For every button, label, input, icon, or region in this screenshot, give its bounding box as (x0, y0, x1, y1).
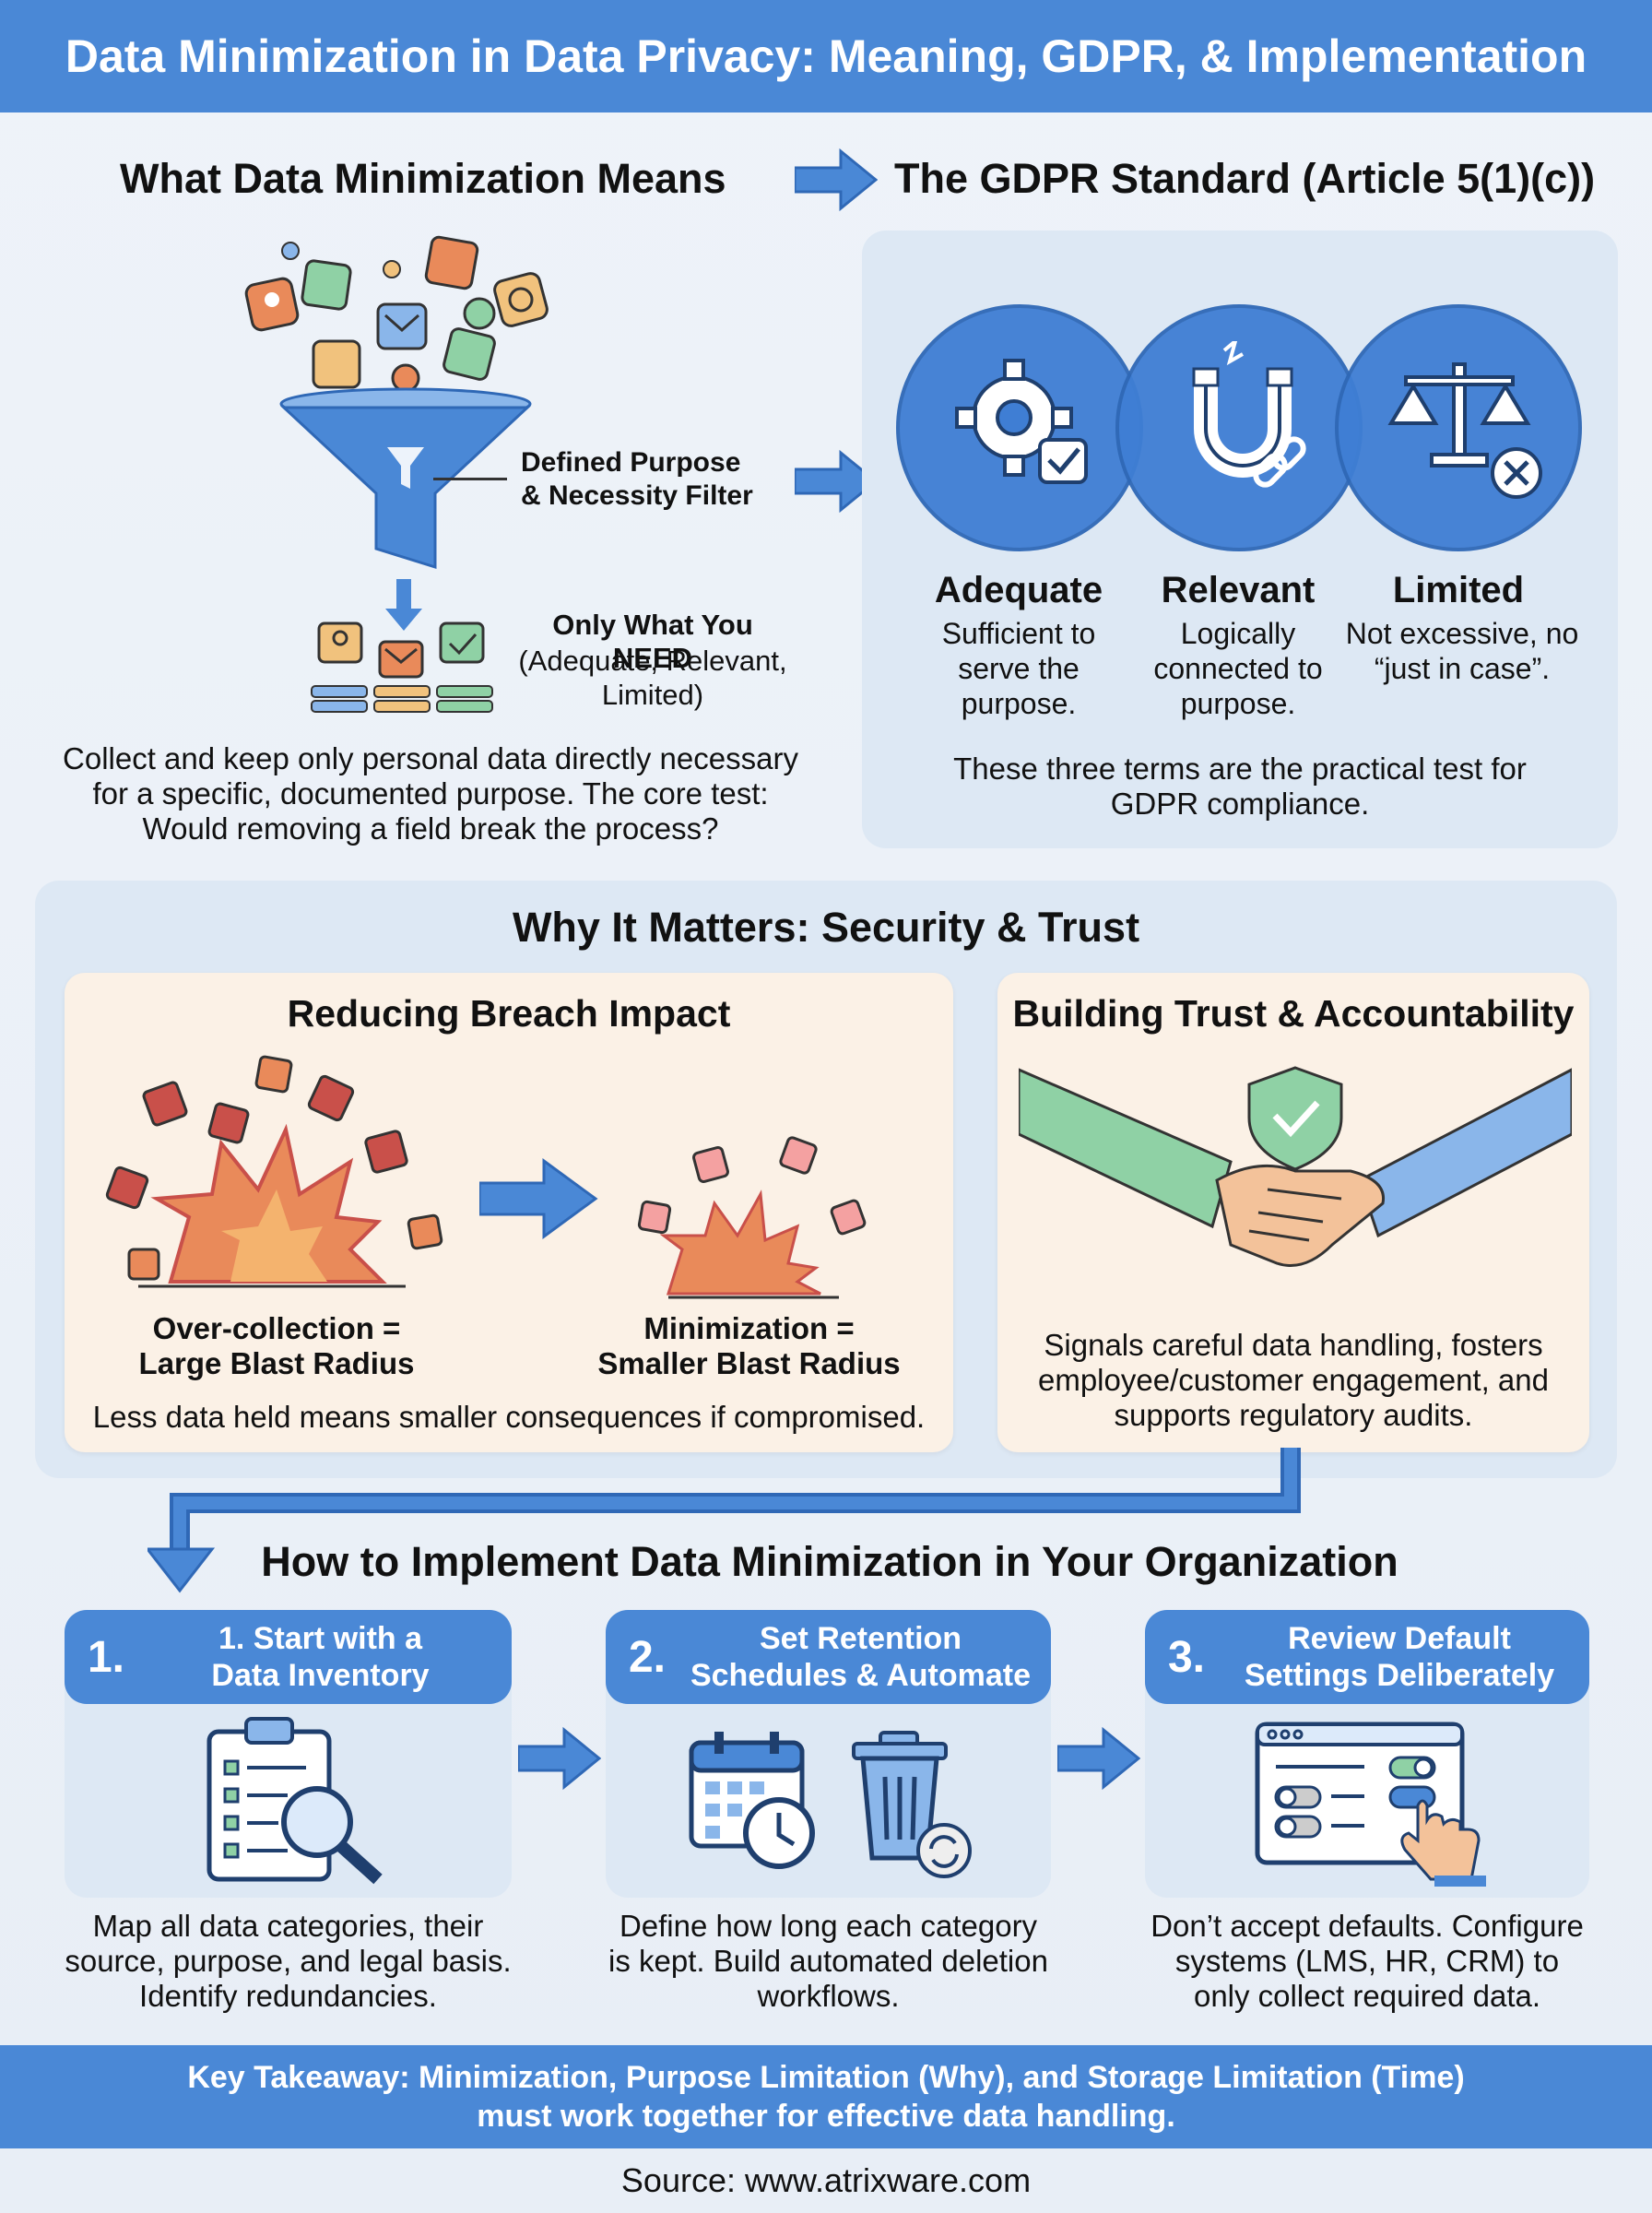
term-desc-relevant: Logically connected to purpose. (1153, 617, 1323, 720)
need-subtitle: (Adequate, Relevant, Limited) (518, 645, 787, 711)
minimization-caption: Minimization = Smaller Blast Radius (597, 1311, 901, 1380)
magnet-link-icon (1192, 341, 1306, 488)
term-desc-limited: Not excessive, no “just in case”. (1345, 617, 1579, 685)
term-title-limited: Limited (1392, 570, 1525, 610)
filter-pointer-line (433, 478, 507, 480)
trust-description: Signals careful data handling, fosters e… (1037, 1328, 1549, 1432)
large-explosion-icon (105, 1055, 443, 1288)
key-takeaway: Key Takeaway: Minimization, Purpose Limi… (0, 2045, 1652, 2148)
step-3-description: Don’t accept defaults. Configure systems… (1150, 1909, 1584, 2013)
step-2-header: 2. Set Retention Schedules & Automate (606, 1610, 1051, 1704)
trust-heading: Building Trust & Accountability (1012, 992, 1575, 1035)
step-1-description: Map all data categories, their source, p… (65, 1909, 512, 2013)
calendar-clock-icon (689, 1732, 815, 1869)
gdpr-note: These three terms are the practical test… (953, 751, 1527, 821)
term-desc-adequate: Sufficient to serve the purpose. (941, 617, 1096, 720)
step-3-title: Review Default Settings Deliberately (1244, 1621, 1555, 1693)
filter-label: Defined Purpose & Necessity Filter (521, 447, 753, 511)
small-explosion-icon (637, 1136, 867, 1299)
meaning-description: Collect and keep only personal data dire… (63, 741, 798, 846)
step-1-number: 1. (87, 1632, 125, 1682)
over-collection-caption: Over-collection = Large Blast Radius (138, 1311, 415, 1380)
source-credit: Source: www.atrixware.com (620, 2161, 1032, 2199)
term-title-relevant: Relevant (1161, 570, 1316, 610)
step-1-title: 1. Start with a Data Inventory (211, 1621, 430, 1693)
need-title: Only What You NEED (552, 609, 753, 674)
step-3-number: 3. (1167, 1632, 1206, 1682)
settings-window-icon (1255, 1722, 1486, 1887)
step-1-header: 1. 1. Start with a Data Inventory (65, 1610, 512, 1704)
why-heading: Why It Matters: Security & Trust (512, 904, 1140, 951)
implement-heading: How to Implement Data Minimization in Yo… (261, 1538, 1398, 1585)
right-arrow-icon (479, 1158, 598, 1239)
breach-description: Less data held means smaller consequence… (92, 1400, 926, 1434)
data-icons-cloud (244, 235, 549, 393)
meaning-heading: What Data Minimization Means (120, 155, 726, 202)
step-2-description: Define how long each category is kept. B… (608, 1909, 1048, 2013)
connector-arrow-icon (148, 1448, 1301, 1593)
down-arrow-icon (385, 579, 422, 631)
term-title-adequate: Adequate (934, 570, 1103, 610)
relevant-circle (1115, 304, 1363, 551)
funnel-icon (279, 387, 532, 570)
right-arrow-icon (795, 449, 878, 514)
gdpr-heading: The GDPR Standard (Article 5(1)(c)) (894, 155, 1596, 202)
filtered-data-icons (311, 621, 493, 713)
right-arrow-icon (795, 148, 878, 212)
clipboard-search-icon (206, 1717, 383, 1885)
scales-x-icon (1387, 362, 1542, 499)
right-arrow-icon (518, 1726, 601, 1791)
step-2-title: Set Retention Schedules & Automate (690, 1621, 1032, 1693)
trash-refresh-icon (852, 1731, 972, 1878)
breach-heading: Reducing Breach Impact (287, 992, 731, 1035)
handshake-shield-icon (1019, 1066, 1572, 1267)
funnel-illustration (244, 235, 549, 570)
right-arrow-icon (1057, 1726, 1140, 1791)
page-title: Data Minimization in Data Privacy: Meani… (0, 0, 1652, 112)
step-3-header: 3. Review Default Settings Deliberately (1145, 1610, 1589, 1704)
gear-check-icon (955, 359, 1088, 484)
step-2-number: 2. (628, 1632, 667, 1682)
